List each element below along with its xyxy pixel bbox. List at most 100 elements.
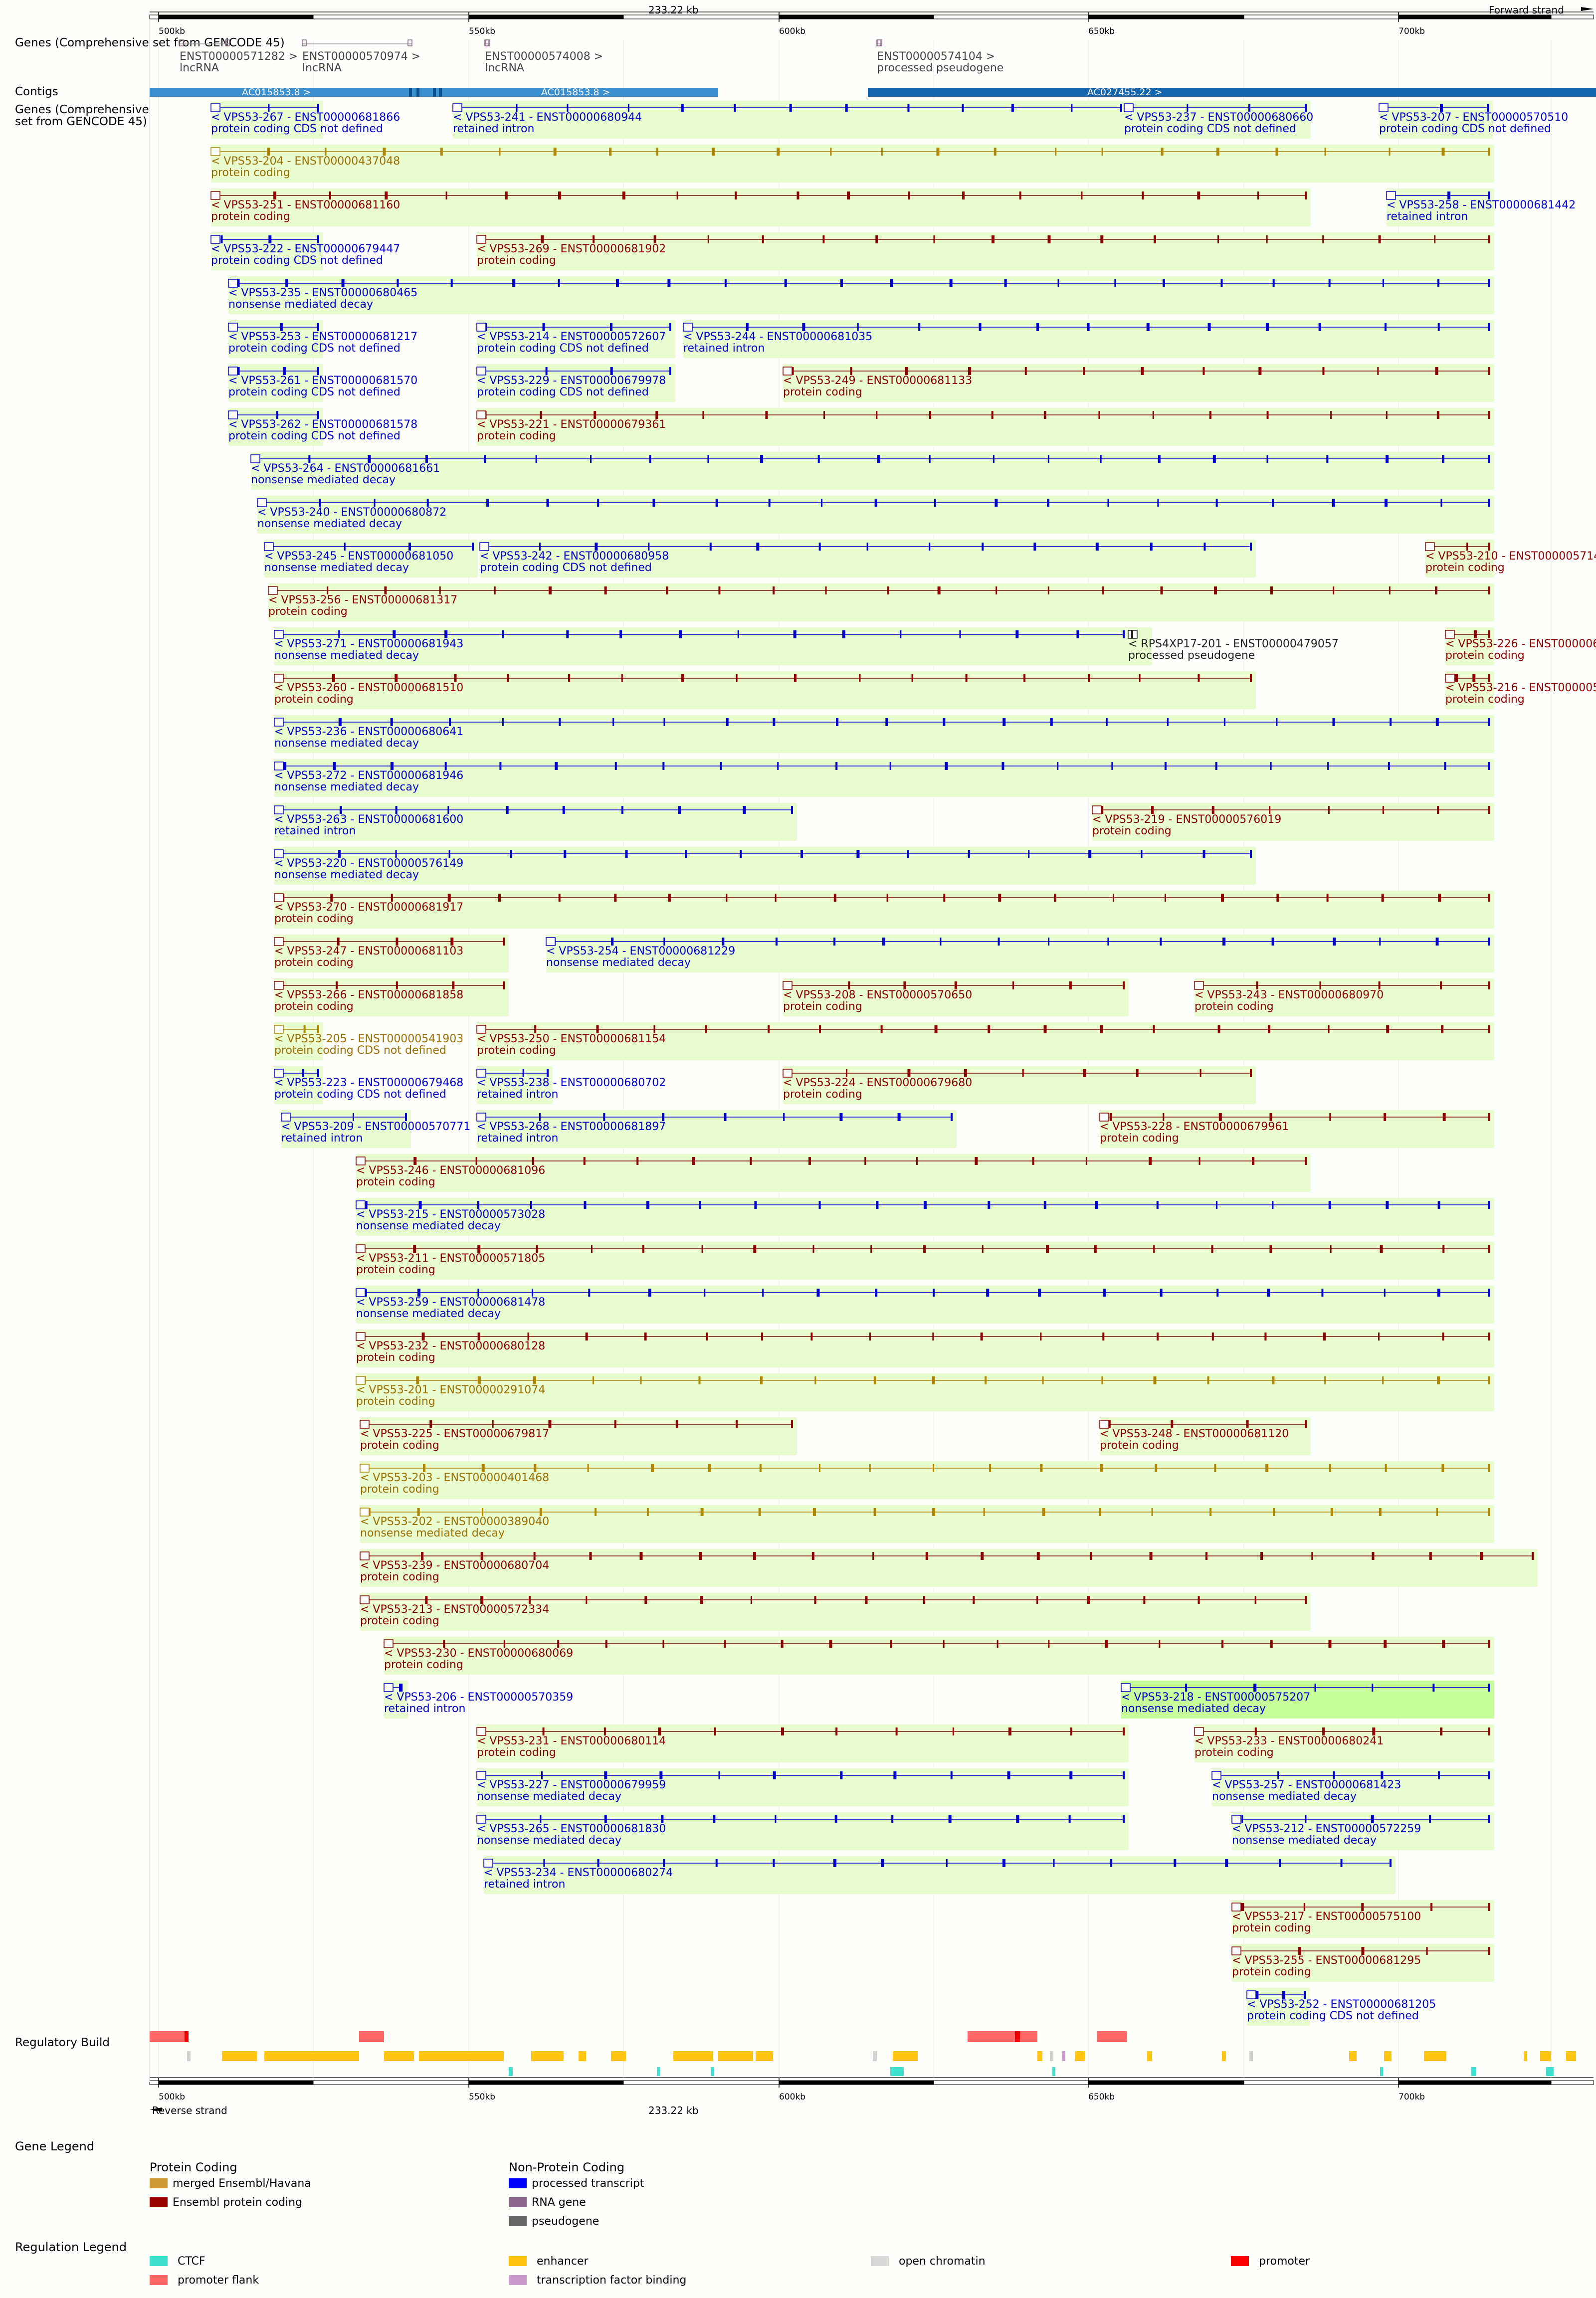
transcript-exon: [1455, 674, 1458, 682]
transcript-exon: [1322, 367, 1325, 375]
transcript-exon: [1305, 192, 1307, 199]
transcript-exon: [417, 1508, 420, 1516]
transcript-exon: [1272, 499, 1274, 507]
transcript-name: < VPS53-241 - ENST00000680944: [453, 111, 642, 124]
transcript-exon: [1215, 1201, 1217, 1209]
transcript-exon: [1488, 1508, 1490, 1516]
transcript-exon: [534, 1464, 537, 1472]
transcript-exon: [640, 1376, 642, 1384]
transcript-exon: [1488, 323, 1490, 331]
transcript-utr: [228, 410, 238, 419]
transcript-exon: [639, 1552, 643, 1560]
transcript-exon: [1437, 1201, 1440, 1209]
transcript-utr: [1099, 1113, 1109, 1122]
transcript-exon: [1276, 718, 1278, 726]
legend-swatch: [871, 2256, 889, 2266]
transcript-exon: [965, 674, 968, 682]
transcript-name: < VPS53-246 - ENST00000681096: [356, 1164, 545, 1177]
ruler-bottom-tick-label: 650kb: [1088, 2092, 1115, 2102]
transcript-exon: [1131, 630, 1133, 638]
transcript-exon: [1123, 1727, 1125, 1735]
transcript-exon: [338, 718, 342, 726]
transcript-biotype: protein coding: [477, 430, 556, 442]
transcript-exon: [1311, 1552, 1313, 1560]
transcript-exon: [627, 104, 629, 112]
transcript-exon: [720, 762, 722, 770]
transcript-exon: [877, 455, 880, 463]
transcript-exon: [1361, 1903, 1364, 1911]
transcript-exon: [1040, 1464, 1043, 1472]
transcript-exon: [737, 630, 739, 638]
transcript-name: < VPS53-225 - ENST00000679817: [360, 1428, 549, 1440]
transcript-utr: [384, 1683, 394, 1692]
transcript-exon: [1211, 1245, 1213, 1253]
transcript-exon: [907, 1069, 911, 1077]
transcript-utr: [274, 805, 284, 814]
transcript-exon: [1019, 192, 1021, 199]
transcript-exon: [1441, 148, 1445, 156]
transcript-exon: [929, 455, 931, 463]
transcript-exon: [1466, 543, 1468, 551]
transcript-exon: [1438, 894, 1441, 902]
ruler-top-band: [1398, 14, 1552, 19]
transcript-exon: [1036, 1552, 1040, 1560]
transcript-exon: [952, 1727, 954, 1735]
transcript-highlight: [783, 364, 1494, 402]
transcript-exon: [870, 1245, 872, 1253]
transcript-exon: [1279, 1859, 1281, 1867]
transcript-exon: [1160, 938, 1162, 946]
transcript-exon: [1372, 1552, 1375, 1560]
transcript-exon: [1043, 1201, 1046, 1209]
transcript-utr: [228, 367, 238, 376]
transcript-exon: [1160, 1289, 1163, 1297]
transcript-exon: [1048, 1640, 1050, 1648]
transcript-exon: [814, 1596, 816, 1604]
transcript-biotype: nonsense mediated decay: [274, 649, 419, 662]
transcript-exon: [450, 279, 453, 287]
transcript-exon: [395, 806, 398, 814]
transcript-exon: [1432, 1684, 1435, 1692]
transcript-utr: [546, 937, 556, 946]
transcript-exon: [1081, 192, 1083, 199]
transcript-exon: [1095, 543, 1099, 551]
transcript-name: < VPS53-247 - ENST00000681103: [274, 945, 463, 958]
legend-item-label: processed transcript: [532, 2177, 644, 2190]
transcript-exon: [768, 1025, 770, 1033]
transcript-exon: [588, 1289, 591, 1297]
transcript-biotype: nonsense mediated decay: [274, 737, 419, 750]
transcript-exon: [724, 1640, 726, 1648]
transcript-exon: [1429, 1552, 1432, 1560]
transcript-exon: [558, 894, 561, 902]
transcript-exon: [1007, 1771, 1010, 1779]
transcript-exon: [391, 894, 393, 902]
transcript-exon: [625, 850, 628, 858]
transcript-exon: [540, 411, 542, 419]
transcript-exon: [1385, 323, 1387, 331]
transcript-exon: [317, 411, 319, 419]
transcript-exon: [708, 1464, 711, 1472]
reverse-strand-label: Reverse strand: [152, 2105, 227, 2116]
transcript-name: < VPS53-210 - ENST00000571430: [1425, 550, 1596, 563]
transcript-exon: [1272, 279, 1275, 287]
transcript-exon: [980, 1333, 983, 1340]
legend-swatch: [150, 2178, 168, 2188]
transcript-exon: [1207, 1376, 1209, 1384]
transcript-exon: [998, 938, 1000, 946]
transcript-exon: [1045, 1245, 1049, 1253]
transcript-exon: [1318, 323, 1321, 331]
transcript-exon: [840, 279, 843, 287]
transcript-exon: [236, 367, 240, 375]
transcript-exon: [986, 1289, 990, 1297]
transcript-biotype: protein coding: [1100, 1439, 1179, 1452]
transcript-highlight: [211, 232, 323, 270]
transcript-exon: [1386, 1201, 1389, 1209]
transcript-highlight: [360, 1461, 1494, 1499]
transcript-exon: [507, 674, 509, 682]
transcript-exon: [781, 1640, 784, 1648]
regulatory-feature: [1380, 2067, 1383, 2076]
transcript-exon: [937, 586, 941, 594]
transcript-exon: [1332, 718, 1335, 726]
transcript-exon: [1160, 586, 1163, 594]
transcript-exon: [1488, 894, 1490, 902]
transcript-utr: [274, 718, 284, 727]
